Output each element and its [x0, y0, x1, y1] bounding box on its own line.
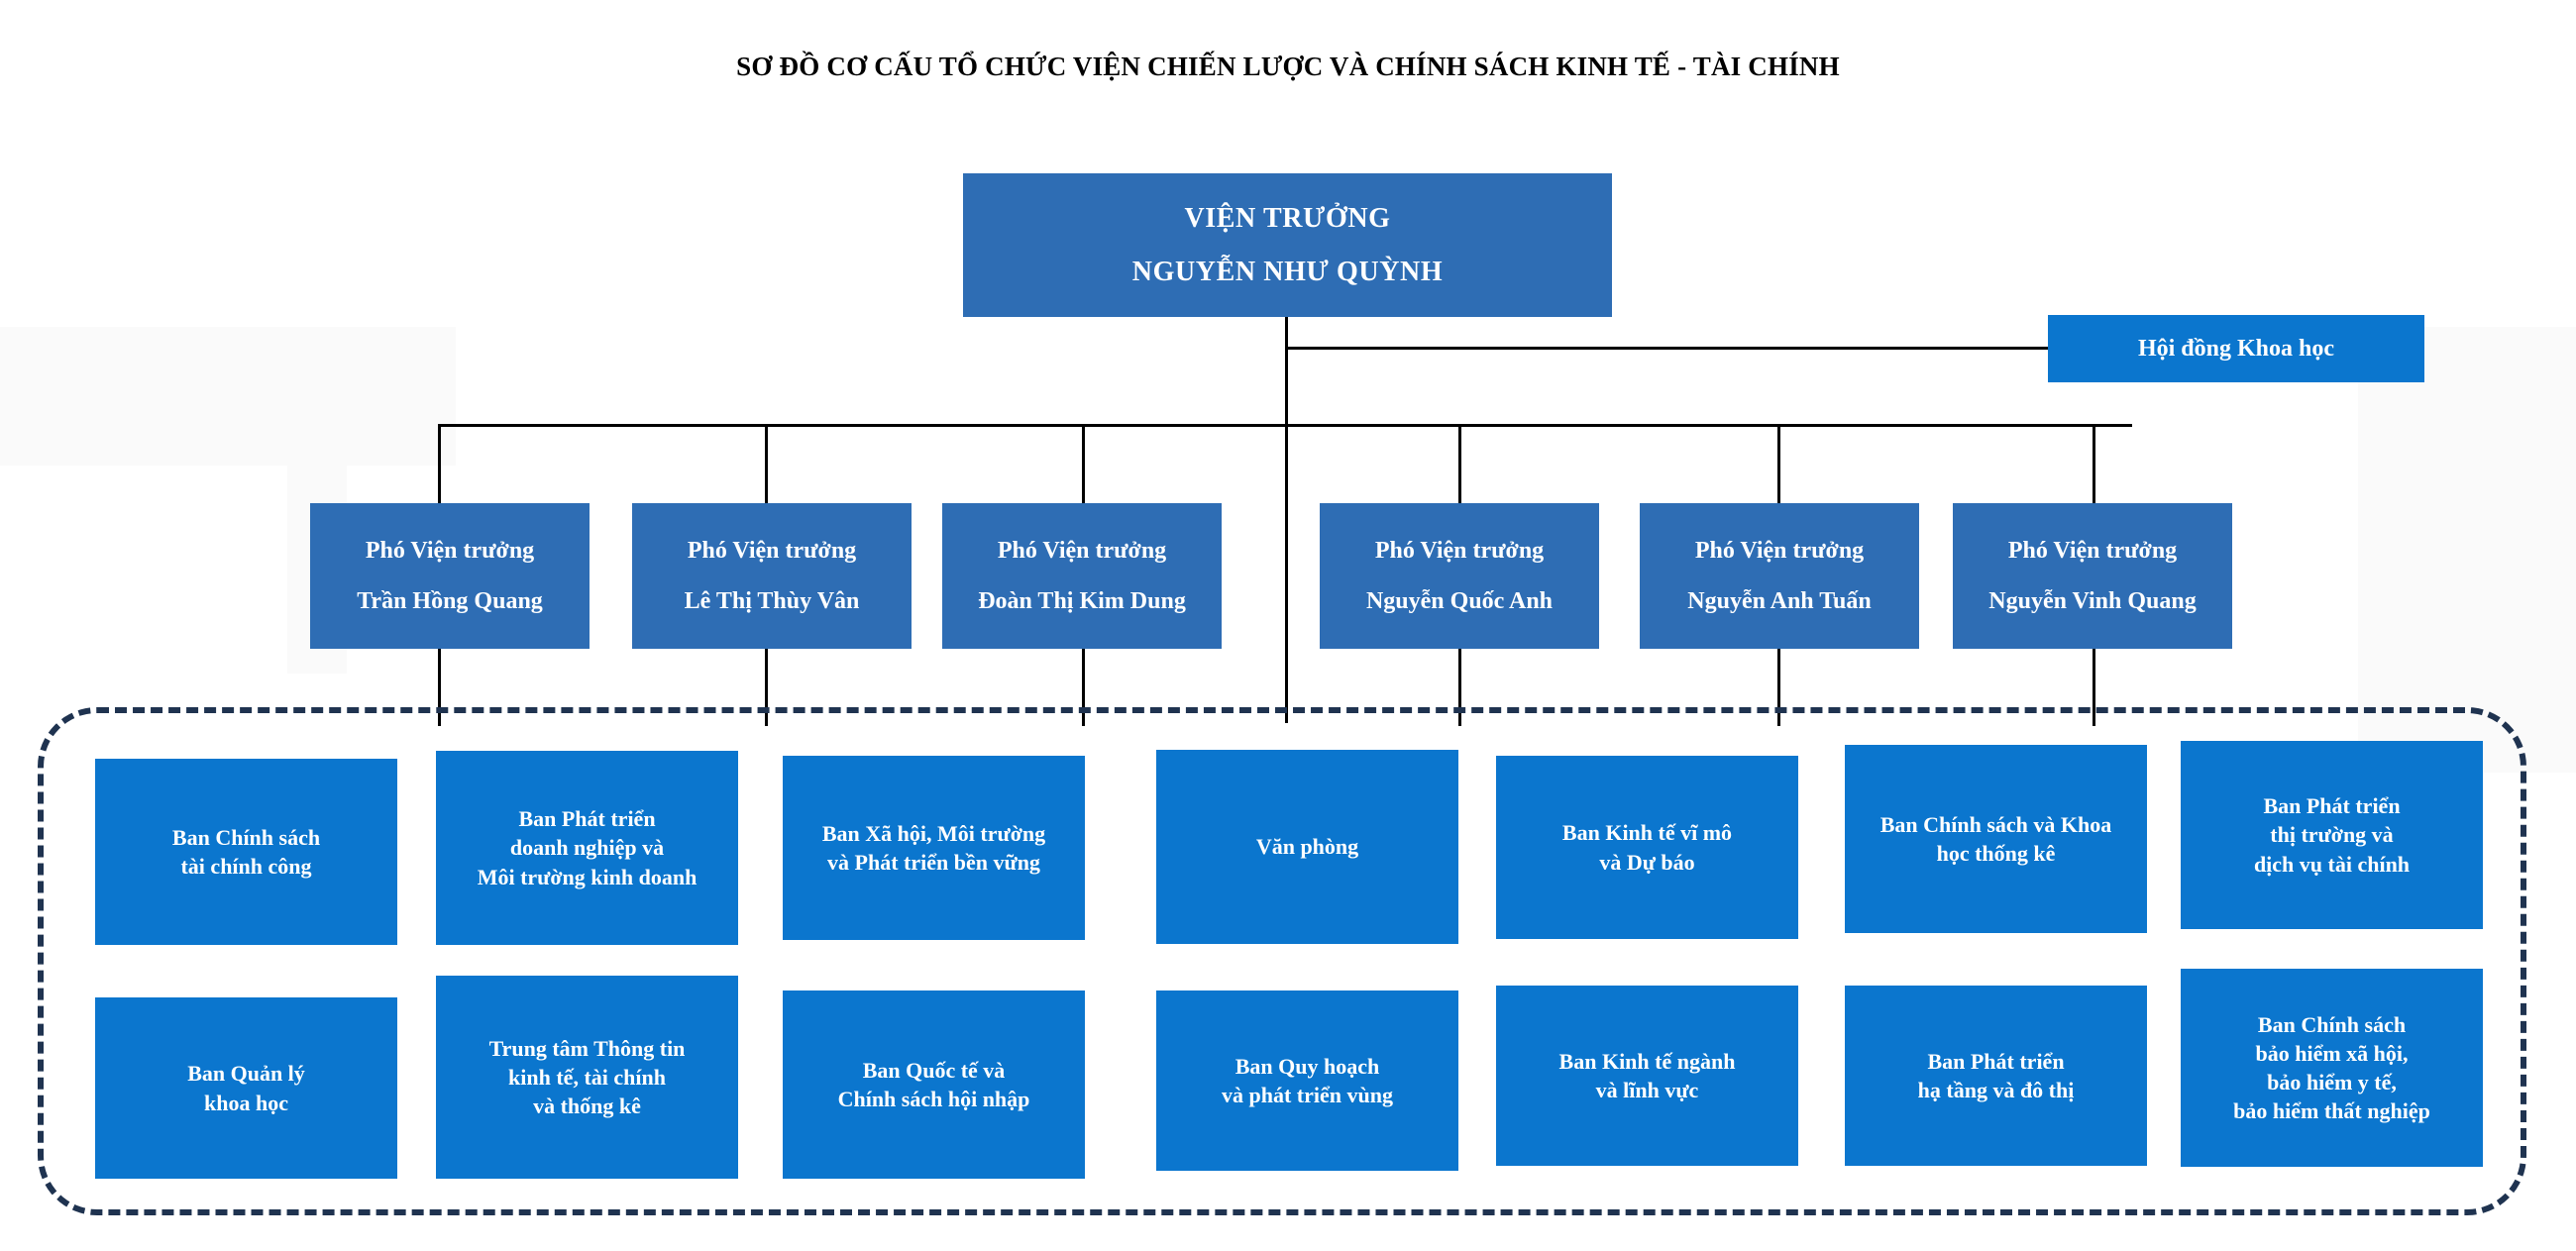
deputy-6-name: Nguyễn Vinh Quang: [1988, 587, 2197, 614]
connector-bus-to-deputy-1: [438, 424, 441, 503]
node-department-r1-c4[interactable]: Văn phòng: [1156, 750, 1458, 944]
department-r2-c1-line-2: khoa học: [204, 1090, 288, 1115]
node-deputy-3[interactable]: Phó Viện trưởng Đoàn Thị Kim Dung: [942, 503, 1222, 649]
node-department-r2-c7[interactable]: Ban Chính sách bảo hiểm xã hội, bảo hiểm…: [2181, 969, 2483, 1167]
council-label: Hội đồng Khoa học: [2137, 335, 2335, 362]
department-r1-c5-line-1: Ban Kinh tế vĩ mô: [1561, 820, 1733, 846]
deputy-5-role: Phó Viện trưởng: [1694, 537, 1865, 564]
deputy-5-name: Nguyễn Anh Tuấn: [1687, 587, 1872, 614]
node-department-r2-c3[interactable]: Ban Quốc tế và Chính sách hội nhập: [783, 990, 1085, 1179]
director-role: VIỆN TRƯỞNG: [1184, 202, 1391, 234]
connector-bus-to-deputy-6: [2093, 424, 2095, 503]
director-name: NGUYỄN NHƯ QUỲNH: [1131, 256, 1444, 287]
node-director[interactable]: VIỆN TRƯỞNG NGUYỄN NHƯ QUỲNH: [963, 173, 1612, 317]
connector-deputy-2-to-departments: [765, 649, 768, 726]
node-deputy-4[interactable]: Phó Viện trưởng Nguyễn Quốc Anh: [1320, 503, 1599, 649]
department-r2-c2-line-3: và thống kê: [533, 1094, 641, 1119]
node-department-r2-c1[interactable]: Ban Quản lý khoa học: [95, 997, 397, 1179]
background-wash-right: [2358, 327, 2576, 773]
node-department-r1-c7[interactable]: Ban Phát triển thị trường và dịch vụ tài…: [2181, 741, 2483, 929]
deputy-1-name: Trần Hồng Quang: [357, 587, 543, 614]
connector-bus-to-deputy-2: [765, 424, 768, 503]
department-r1-c1-line-2: tài chính công: [180, 854, 312, 879]
deputy-3-role: Phó Viện trưởng: [997, 537, 1167, 564]
connector-deputy-bus: [438, 424, 2132, 427]
deputy-3-name: Đoàn Thị Kim Dung: [978, 587, 1186, 614]
node-department-r1-c5[interactable]: Ban Kinh tế vĩ mô và Dự báo: [1496, 756, 1798, 939]
node-department-r2-c6[interactable]: Ban Phát triển hạ tầng và đô thị: [1845, 986, 2147, 1166]
department-r1-c5-line-2: và Dự báo: [1599, 849, 1695, 875]
page-title: SƠ ĐỒ CƠ CẤU TỔ CHỨC VIỆN CHIẾN LƯỢC VÀ …: [736, 52, 1840, 81]
department-r2-c5-line-2: và lĩnh vực: [1595, 1078, 1699, 1102]
node-department-r2-c2[interactable]: Trung tâm Thông tin kinh tế, tài chính v…: [436, 976, 738, 1179]
deputy-2-name: Lê Thị Thùy Vân: [684, 587, 860, 614]
department-r2-c2-line-1: Trung tâm Thông tin: [488, 1035, 686, 1061]
department-r1-c7-line-2: thị trường và: [2270, 822, 2394, 848]
departments-group-outline: [38, 707, 2526, 1215]
deputy-4-name: Nguyễn Quốc Anh: [1365, 587, 1554, 614]
department-r2-c1-line-1: Ban Quản lý: [187, 1061, 305, 1087]
department-r1-c2-line-3: Môi trường kinh doanh: [477, 864, 698, 889]
department-r1-c1-line-1: Ban Chính sách: [171, 824, 321, 850]
node-deputy-5[interactable]: Phó Viện trưởng Nguyễn Anh Tuấn: [1640, 503, 1919, 649]
connector-director-to-council: [1285, 347, 2048, 350]
connector-deputy-1-to-departments: [438, 649, 441, 726]
department-r1-c7-line-3: dịch vụ tài chính: [2253, 851, 2411, 877]
node-scientific-council[interactable]: Hội đồng Khoa học: [2048, 315, 2424, 382]
department-r1-c2-line-2: doanh nghiệp và: [509, 835, 665, 861]
node-department-r1-c3[interactable]: Ban Xã hội, Môi trường và Phát triển bền…: [783, 756, 1085, 940]
department-r2-c7-line-4: bảo hiểm thất nghiệp: [2233, 1098, 2430, 1124]
department-r2-c7-line-3: bảo hiểm y tế,: [2267, 1070, 2397, 1095]
connector-deputy-4-to-departments: [1458, 649, 1461, 726]
department-r1-c6-line-2: học thống kê: [1936, 841, 2056, 866]
department-r2-c5-line-1: Ban Kinh tế ngành: [1558, 1048, 1736, 1074]
node-department-r1-c2[interactable]: Ban Phát triển doanh nghiệp và Môi trườn…: [436, 751, 738, 945]
department-r2-c3-line-2: Chính sách hội nhập: [837, 1087, 1030, 1111]
node-deputy-1[interactable]: Phó Viện trưởng Trần Hồng Quang: [310, 503, 590, 649]
node-deputy-6[interactable]: Phó Viện trưởng Nguyễn Vinh Quang: [1953, 503, 2232, 649]
connector-deputy-6-to-departments: [2093, 649, 2095, 726]
department-r2-c6-line-2: hạ tầng và đô thị: [1917, 1078, 2075, 1102]
department-r2-c3-line-1: Ban Quốc tế và: [862, 1057, 1006, 1083]
connector-deputy-3-to-departments: [1082, 649, 1085, 726]
connector-director-trunk: [1285, 317, 1288, 723]
connector-bus-to-deputy-3: [1082, 424, 1085, 503]
deputy-2-role: Phó Viện trưởng: [687, 537, 857, 564]
connector-bus-to-deputy-5: [1777, 424, 1780, 503]
background-wash-left: [0, 327, 456, 466]
department-r2-c4-line-1: Ban Quy hoạch: [1234, 1053, 1380, 1079]
department-r2-c7-line-2: bảo hiểm xã hội,: [2255, 1040, 2409, 1066]
node-deputy-2[interactable]: Phó Viện trưởng Lê Thị Thùy Vân: [632, 503, 912, 649]
department-r1-c2-line-1: Ban Phát triển: [518, 806, 656, 832]
department-r1-c3-line-1: Ban Xã hội, Môi trường: [821, 820, 1046, 846]
connector-deputy-5-to-departments: [1777, 649, 1780, 726]
node-department-r2-c4[interactable]: Ban Quy hoạch và phát triển vùng: [1156, 990, 1458, 1171]
node-department-r1-c1[interactable]: Ban Chính sách tài chính công: [95, 759, 397, 945]
department-r2-c2-line-2: kinh tế, tài chính: [508, 1064, 666, 1090]
department-r2-c4-line-2: và phát triển vùng: [1222, 1083, 1393, 1107]
department-r2-c7-line-1: Ban Chính sách: [2257, 1011, 2407, 1037]
node-department-r2-c5[interactable]: Ban Kinh tế ngành và lĩnh vực: [1496, 986, 1798, 1166]
department-r1-c3-line-2: và Phát triển bền vững: [827, 850, 1040, 875]
deputy-6-role: Phó Viện trưởng: [2007, 537, 2178, 564]
connector-bus-to-deputy-4: [1458, 424, 1461, 503]
node-department-r1-c6[interactable]: Ban Chính sách và Khoa học thống kê: [1845, 745, 2147, 933]
department-r1-c4-line-1: Văn phòng: [1255, 834, 1359, 860]
department-r1-c7-line-1: Ban Phát triển: [2263, 793, 2401, 819]
deputy-1-role: Phó Viện trưởng: [365, 537, 535, 564]
department-r2-c6-line-1: Ban Phát triển: [1927, 1048, 2065, 1074]
department-r1-c6-line-1: Ban Chính sách và Khoa: [1879, 811, 2112, 837]
deputy-4-role: Phó Viện trưởng: [1374, 537, 1545, 564]
